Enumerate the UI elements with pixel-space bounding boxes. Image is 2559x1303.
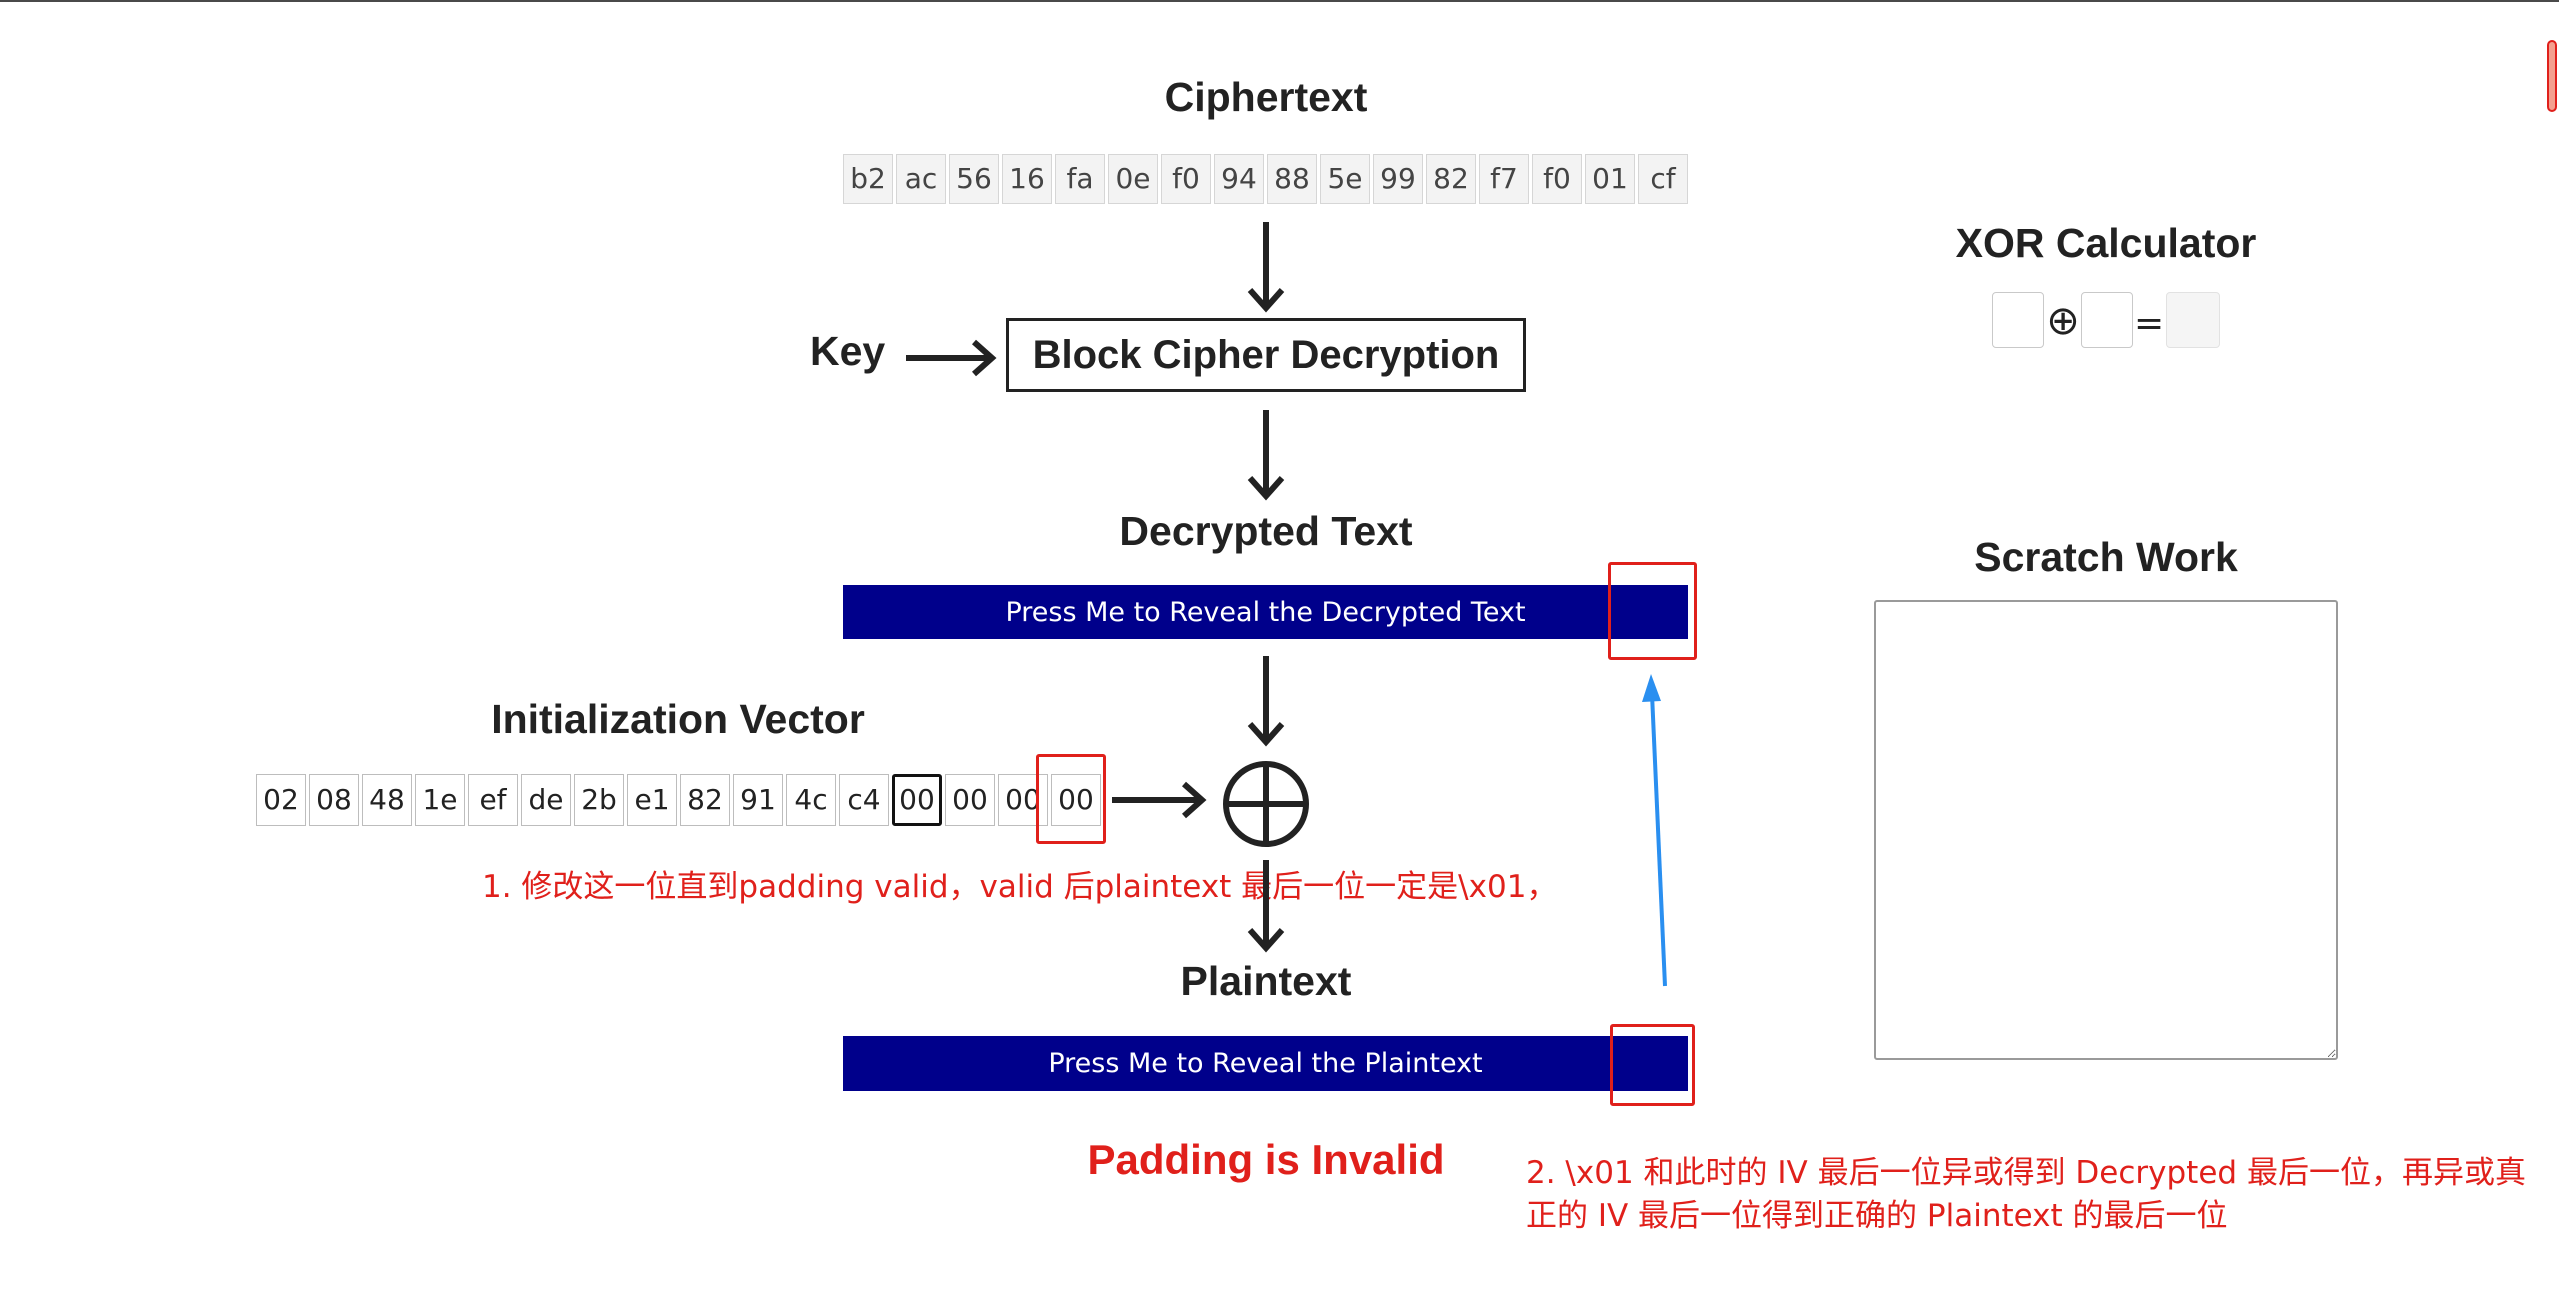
xor-result-output [2166, 292, 2220, 348]
decrypted-last-byte-highlight [1608, 562, 1697, 660]
page-scrollbar[interactable] [2547, 40, 2557, 112]
ciphertext-title: Ciphertext [1164, 74, 1368, 120]
plaintext-last-byte-highlight [1610, 1024, 1695, 1106]
xor-operand-a-input[interactable] [1992, 292, 2044, 348]
iv-byte-input[interactable]: 4c [786, 774, 836, 826]
iv-byte-input[interactable]: 91 [733, 774, 783, 826]
iv-byte-input[interactable]: e1 [627, 774, 677, 826]
ciphertext-byte: f0 [1161, 154, 1211, 204]
iv-byte-input[interactable]: 08 [309, 774, 359, 826]
annotation-arrow [1642, 674, 1667, 987]
ciphertext-byte: 16 [1002, 154, 1052, 204]
block-cipher-label: Block Cipher Decryption [1032, 333, 1500, 377]
ciphertext-byte: 82 [1426, 154, 1476, 204]
ciphertext-byte: 94 [1214, 154, 1264, 204]
window-top-border [0, 0, 2559, 2]
ciphertext-byte: 01 [1585, 154, 1635, 204]
iv-byte-input[interactable]: 00 [892, 774, 942, 826]
ciphertext-byte: cf [1638, 154, 1688, 204]
ciphertext-byte: 88 [1267, 154, 1317, 204]
ciphertext-byte: 5e [1320, 154, 1370, 204]
arrow-ciphertext-to-cipher [1247, 222, 1285, 313]
iv-byte-input[interactable]: 00 [945, 774, 995, 826]
reveal-decrypted-button[interactable]: Press Me to Reveal the Decrypted Text [843, 585, 1688, 639]
plaintext-title: Plaintext [1180, 958, 1352, 1004]
arrow-key-to-cipher [906, 339, 997, 377]
iv-byte-input[interactable]: 00 [1051, 774, 1101, 826]
xor-operand-b-input[interactable] [2081, 292, 2133, 348]
iv-byte-input[interactable]: 02 [256, 774, 306, 826]
iv-title: Initialization Vector [491, 696, 865, 742]
arrow-cipher-to-decrypted [1247, 410, 1285, 501]
key-label: Key [810, 328, 886, 374]
ciphertext-byte: 0e [1108, 154, 1158, 204]
arrow-xor-to-plaintext [1247, 860, 1285, 953]
ciphertext-byte: fa [1055, 154, 1105, 204]
iv-last-byte-highlight [1036, 754, 1106, 844]
iv-byte-input[interactable]: 48 [362, 774, 412, 826]
ciphertext-byte: 99 [1373, 154, 1423, 204]
iv-byte-input[interactable]: 82 [680, 774, 730, 826]
iv-byte-input[interactable]: 2b [574, 774, 624, 826]
block-cipher-box: Block Cipher Decryption [1006, 318, 1526, 392]
decrypted-title: Decrypted Text [1119, 508, 1413, 554]
ciphertext-byte: f0 [1532, 154, 1582, 204]
iv-byte-input[interactable]: de [521, 774, 571, 826]
ciphertext-byte: ac [896, 154, 946, 204]
arrow-iv-to-xor [1112, 781, 1207, 819]
arrow-decrypted-to-xor [1247, 656, 1285, 747]
xor-operator-symbol: ⊕ [2046, 298, 2080, 344]
iv-byte-input[interactable]: 00 [998, 774, 1048, 826]
annotation-note-2-line-1: 2. \x01 和此时的 IV 最后一位异或得到 Decrypted 最后一位，… [1526, 1155, 2526, 1191]
iv-byte-input[interactable]: c4 [839, 774, 889, 826]
xor-equals-symbol: = [2134, 303, 2165, 344]
ciphertext-byte: b2 [843, 154, 893, 204]
scratch-work-title: Scratch Work [1974, 534, 2238, 580]
ciphertext-byte: 56 [949, 154, 999, 204]
reveal-plaintext-button[interactable]: Press Me to Reveal the Plaintext [843, 1036, 1688, 1091]
ciphertext-byte: f7 [1479, 154, 1529, 204]
scratch-work-textarea[interactable] [1874, 600, 2338, 1060]
xor-symbol-icon [1223, 761, 1309, 847]
padding-status: Padding is Invalid [1087, 1136, 1445, 1183]
annotation-note-2-line-2: 正的 IV 最后一位得到正确的 Plaintext 的最后一位 [1526, 1198, 2228, 1234]
iv-byte-input[interactable]: 1e [415, 774, 465, 826]
iv-byte-input[interactable]: ef [468, 774, 518, 826]
xor-calculator-title: XOR Calculator [1955, 220, 2257, 266]
annotation-note-1: 1. 修改这一位直到padding valid，valid 后plaintext… [482, 869, 1558, 905]
